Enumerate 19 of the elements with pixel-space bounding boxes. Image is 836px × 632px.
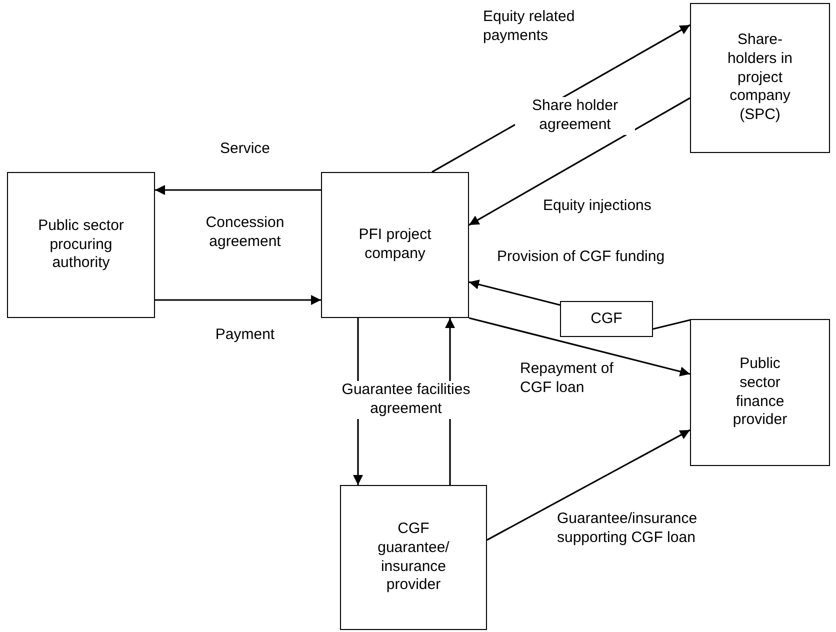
node-label: PFI project company: [358, 226, 432, 264]
node-label: CGF: [590, 310, 622, 328]
arrow: [468, 317, 690, 376]
arrow: [468, 280, 560, 306]
process-box: [7, 172, 155, 318]
process-box: [340, 485, 487, 630]
node-label: CGF guarantee/ insurance provider: [376, 520, 450, 595]
arrow: [468, 97, 690, 226]
arrow: [155, 295, 321, 305]
arrow: [155, 185, 321, 195]
node-label: Share-holders in project company (SPC): [726, 31, 794, 125]
agreement-label: Share holder agreement: [515, 97, 635, 134]
process-box: [690, 319, 830, 466]
node-label: Public sector procuring authority: [37, 216, 125, 274]
process-box: [321, 172, 469, 318]
process-box: [560, 301, 653, 337]
node-label: Public sector finance provider: [732, 355, 788, 430]
arrow: [486, 429, 690, 541]
process-box: [690, 3, 830, 153]
